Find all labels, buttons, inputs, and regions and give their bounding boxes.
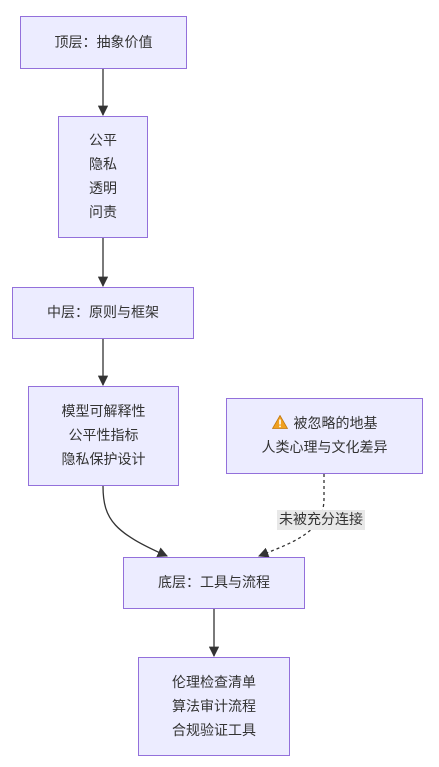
edge-label-not-connected: 未被充分连接 <box>277 510 365 530</box>
warning-icon <box>271 415 288 429</box>
node-bottom-layer-label: 底层：工具与流程 <box>158 575 270 591</box>
framework-item: 公平性指标 <box>68 428 139 444</box>
value-item: 公平 <box>89 133 117 149</box>
node-middle-layer-label: 中层：原则与框架 <box>47 305 159 321</box>
framework-item: 隐私保护设计 <box>61 452 146 468</box>
value-item: 问责 <box>89 205 117 221</box>
value-item: 透明 <box>89 181 117 197</box>
node-ignored-foundation: 被忽略的地基 人类心理与文化差异 <box>226 398 423 474</box>
edge-frameworks-to-bottom <box>102 485 168 557</box>
framework-item: 模型可解释性 <box>61 404 146 420</box>
tool-item: 算法审计流程 <box>172 698 256 715</box>
node-top-layer: 顶层：抽象价值 <box>20 16 187 69</box>
node-bottom-layer: 底层：工具与流程 <box>123 557 305 609</box>
foundation-subtitle: 人类心理与文化差异 <box>261 440 388 456</box>
node-middle-layer: 中层：原则与框架 <box>12 287 194 339</box>
foundation-title: 被忽略的地基 <box>271 412 378 436</box>
node-tools: 伦理检查清单 算法审计流程 合规验证工具 <box>138 657 290 756</box>
tool-item: 伦理检查清单 <box>172 674 256 691</box>
value-item: 隐私 <box>89 157 117 173</box>
foundation-title-label: 被忽略的地基 <box>293 416 378 432</box>
tool-item: 合规验证工具 <box>172 722 256 739</box>
node-frameworks: 模型可解释性 公平性指标 隐私保护设计 <box>28 386 179 486</box>
node-top-layer-label: 顶层：抽象价值 <box>54 34 153 51</box>
edge-foundation-to-bottom <box>258 474 325 558</box>
node-abstract-values: 公平 隐私 透明 问责 <box>58 116 148 238</box>
